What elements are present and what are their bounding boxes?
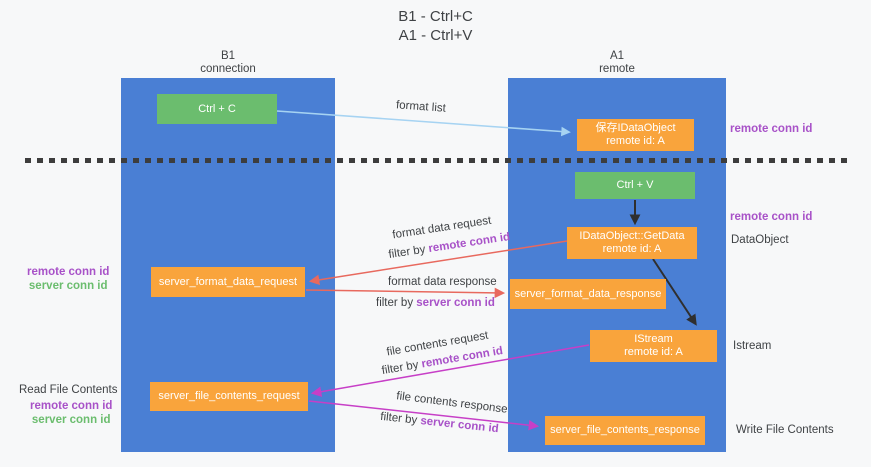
lane-header-a1: A1 remote [508, 50, 726, 76]
file-contents-response-filter-label: filter by server conn id [380, 411, 500, 435]
istream-box: IStream remote id: A [590, 330, 717, 362]
format-list-label: format list [395, 99, 447, 115]
lane-a1-subtitle: remote [599, 63, 635, 75]
conn-id-annotation-left-bottom: remote conn id server conn id [30, 399, 112, 427]
save-idataobject-box: 保存IDataObject remote id: A [577, 119, 694, 151]
remote-conn-id-annotation-mid-right: remote conn id [730, 211, 813, 223]
server-file-contents-request-box: server_file_contents_request [150, 382, 308, 411]
remote-conn-id-annotation-left-bottom: remote conn id [30, 400, 113, 412]
filter-by-text: filter by [379, 410, 418, 427]
lane-b1-name: B1 [220, 50, 236, 62]
format-data-response-label: format data response [388, 276, 497, 288]
server-format-data-request-label: server_format_data_request [158, 275, 298, 288]
lane-a1-name: A1 [609, 50, 625, 62]
save-idataobject-line1: 保存IDataObject [595, 122, 676, 134]
idataobject-getdata-box: IDataObject::GetData remote id: A [567, 227, 697, 259]
phase-divider-dashed-line [25, 158, 848, 163]
save-idataobject-line2: remote id: A [606, 135, 665, 147]
remote-conn-id-highlight: remote conn id [427, 230, 511, 256]
diagram-title: B1 - Ctrl+C A1 - Ctrl+V [0, 7, 871, 45]
title-line-1: B1 - Ctrl+C [398, 8, 473, 25]
istream-line2: remote id: A [624, 346, 683, 358]
write-file-contents-annotation: Write File Contents [736, 424, 834, 436]
format-data-response-arrow [305, 287, 506, 299]
server-conn-id-annotation-left-bottom: server conn id [31, 414, 111, 426]
server-file-contents-response-label: server_file_contents_response [550, 424, 700, 436]
title-line-2: A1 - Ctrl+V [398, 27, 473, 44]
lane-header-b1: B1 connection [121, 50, 335, 76]
server-conn-id-annotation-left-top: server conn id [28, 280, 108, 292]
server-format-data-response-label: server_format_data_response [514, 287, 662, 300]
istream-annotation: Istream [733, 340, 772, 352]
server-conn-id-highlight: server conn id [419, 415, 500, 436]
ctrl-v-box: Ctrl + V [575, 172, 695, 199]
remote-conn-id-annotation-left-top: remote conn id [27, 266, 110, 278]
ctrl-c-box: Ctrl + C [157, 94, 277, 124]
server-file-contents-response-box: server_file_contents_response [545, 416, 705, 445]
server-conn-id-highlight: server conn id [416, 297, 495, 309]
server-format-data-response-box: server_format_data_response [510, 279, 666, 309]
ctrl-v-label: Ctrl + V [616, 179, 654, 191]
read-file-contents-annotation: Read File Contents [19, 384, 118, 396]
dataobject-annotation: DataObject [731, 234, 789, 246]
ctrl-c-label: Ctrl + C [198, 102, 236, 115]
filter-by-text: filter by [387, 243, 427, 262]
getdata-line1: IDataObject::GetData [579, 230, 685, 242]
filter-by-text: filter by [380, 359, 420, 378]
istream-line1: IStream [634, 333, 673, 345]
file-contents-response-label: file contents response [395, 390, 509, 416]
conn-id-annotation-left-top: remote conn id server conn id [27, 265, 109, 293]
lane-b1-subtitle: connection [200, 63, 256, 75]
format-data-response-filter-label: filter by server conn id [376, 297, 495, 309]
server-file-contents-request-label: server_file_contents_request [158, 390, 300, 402]
remote-conn-id-annotation-top-right: remote conn id [730, 123, 813, 135]
getdata-line2: remote id: A [602, 243, 662, 255]
server-format-data-request-box: server_format_data_request [151, 267, 305, 297]
filter-by-text: filter by [376, 297, 414, 309]
